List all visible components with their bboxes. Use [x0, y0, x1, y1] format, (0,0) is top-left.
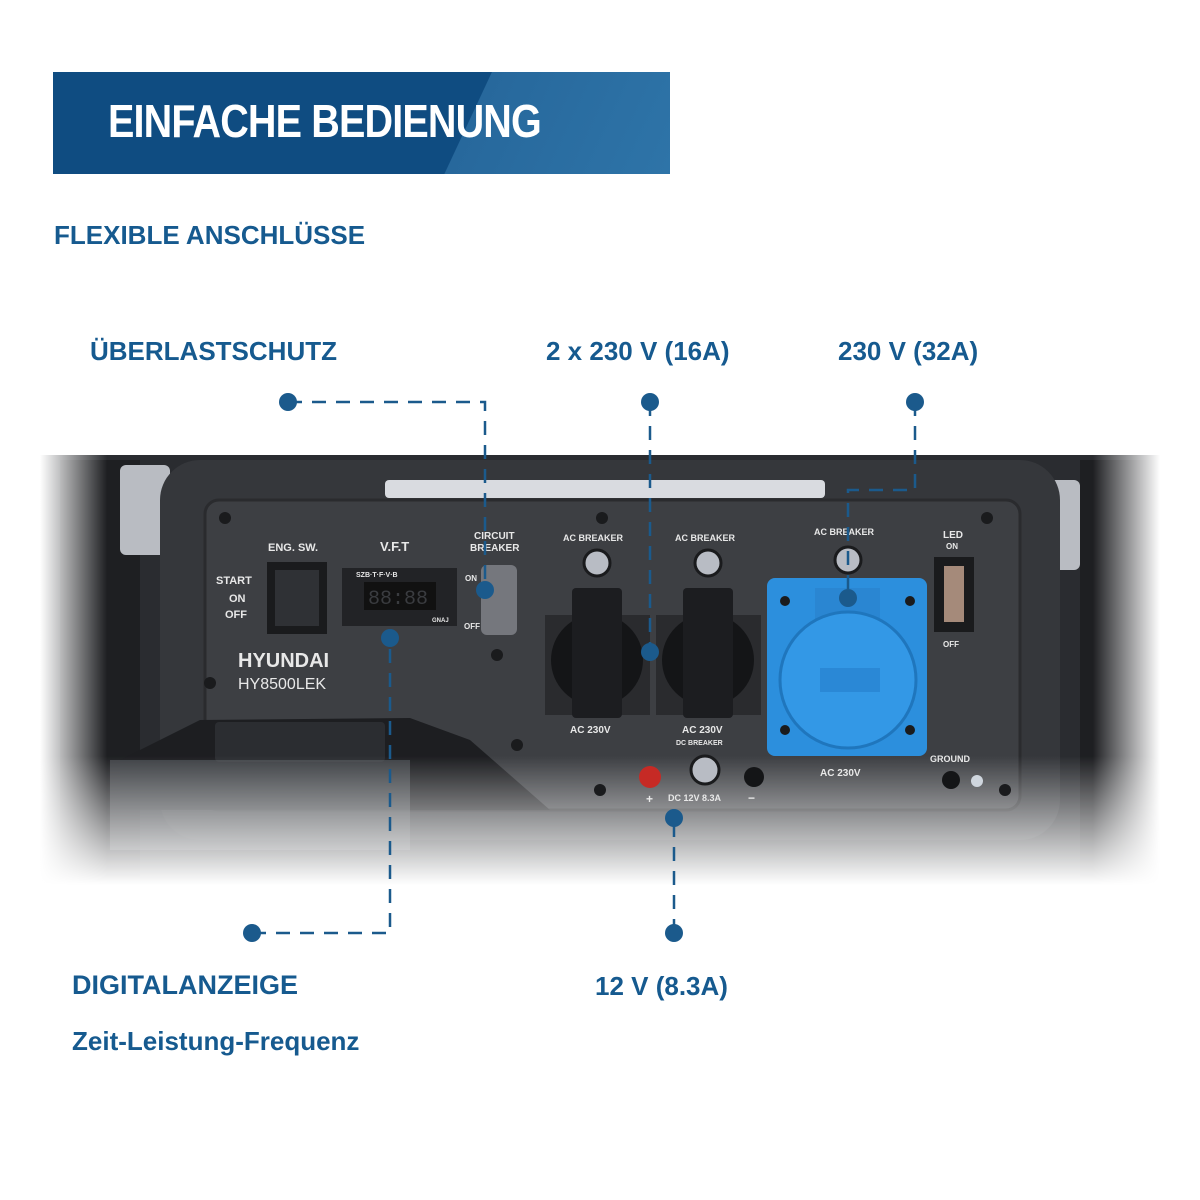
ac-breaker-label: AC BREAKER: [563, 533, 624, 543]
minus-label: −: [748, 791, 755, 805]
header-banner: EINFACHE BEDIENUNG: [53, 72, 670, 174]
ac230-label: AC 230V: [570, 725, 611, 736]
vft-sub-label: SZB·T·F·V·B: [356, 572, 398, 579]
ground-label: GROUND: [930, 754, 970, 764]
eng-sw-label: ENG. SW.: [268, 542, 318, 554]
callout-sockets-16a: 2 x 230 V (16A): [546, 336, 730, 366]
callout-lines: [252, 400, 917, 935]
breaker-label: BREAKER: [470, 543, 520, 554]
dc-breaker-label: DC BREAKER: [676, 740, 723, 747]
start-label: START: [216, 575, 252, 587]
callout-socket-32a: 230 V (32A): [838, 336, 979, 366]
model-label: HY8500LEK: [238, 676, 326, 693]
dc-label: DC 12V 8.3A: [668, 793, 722, 803]
circuit-breaker-switch[interactable]: [481, 565, 517, 635]
panel-screws: [204, 512, 1011, 796]
ground-icon: [971, 775, 983, 787]
callout-overload: ÜBERLASTSCHUTZ: [90, 336, 337, 366]
led-label: LED: [943, 530, 963, 541]
ac230-label: AC 230V: [820, 768, 861, 779]
cb-off-label: OFF: [464, 622, 480, 631]
ac-breaker-label: AC BREAKER: [675, 533, 736, 543]
brand-logo: HYUNDAI: [238, 650, 329, 672]
vft-adj-label: GNAJ: [432, 618, 449, 624]
callout-display-sub: Zeit-Leistung-Frequenz: [72, 1026, 360, 1056]
display-digits: 88:88: [368, 588, 428, 611]
callout-display: DIGITALANZEIGE: [72, 970, 298, 1000]
ac-breaker-button[interactable]: [582, 548, 612, 578]
plus-label: +: [646, 792, 653, 806]
on-label: ON: [229, 593, 246, 605]
callout-dots: [243, 393, 924, 942]
callout-dc: 12 V (8.3A): [595, 971, 728, 1001]
section-subtitle: FLEXIBLE ANSCHLÜSSE: [54, 220, 366, 250]
dc-breaker-button[interactable]: [689, 754, 721, 786]
ac-breaker-button[interactable]: [693, 548, 723, 578]
off-label: OFF: [225, 609, 247, 621]
dc-plus-terminal[interactable]: [639, 766, 661, 788]
schuko-socket-1[interactable]: AC BREAKER AC 230V: [545, 533, 650, 736]
dc-minus-terminal[interactable]: [744, 767, 764, 787]
vft-label: V.F.T: [380, 539, 409, 554]
schuko-socket-2[interactable]: AC BREAKER AC 230V: [656, 533, 761, 736]
cee-socket-32a[interactable]: AC BREAKER AC 230V: [767, 527, 927, 779]
circuit-label: CIRCUIT: [474, 531, 515, 542]
ground-terminal[interactable]: [942, 771, 960, 789]
page-title: EINFACHE BEDIENUNG: [108, 95, 542, 147]
cb-on-label: ON: [465, 574, 477, 583]
led-off-label: OFF: [943, 640, 959, 649]
ac-breaker-label: AC BREAKER: [814, 527, 875, 537]
ac230-label: AC 230V: [682, 725, 723, 736]
led-on-label: ON: [946, 542, 958, 551]
